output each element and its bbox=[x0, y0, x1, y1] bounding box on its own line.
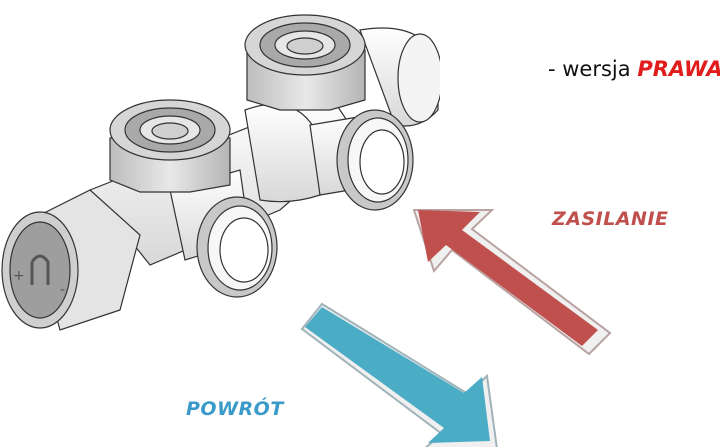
version-accent: PRAWA bbox=[637, 57, 720, 81]
svg-text:+: + bbox=[13, 268, 25, 284]
version-prefix: - wersja bbox=[548, 57, 638, 81]
supply-port bbox=[336, 109, 414, 211]
valve-illustration: + - bbox=[1, 14, 440, 331]
return-arrow bbox=[300, 302, 498, 447]
version-label: - wersja PRAWA bbox=[548, 57, 720, 81]
front-nut bbox=[109, 99, 231, 193]
adjustment-knob: + - bbox=[1, 189, 141, 331]
supply-arrow bbox=[412, 209, 612, 356]
rear-outlet bbox=[359, 27, 440, 127]
return-label: POWRÓT bbox=[186, 398, 284, 420]
return-port bbox=[196, 196, 278, 298]
rear-nut bbox=[244, 14, 366, 111]
supply-label: ZASILANIE bbox=[552, 208, 669, 230]
svg-text:-: - bbox=[60, 282, 65, 298]
